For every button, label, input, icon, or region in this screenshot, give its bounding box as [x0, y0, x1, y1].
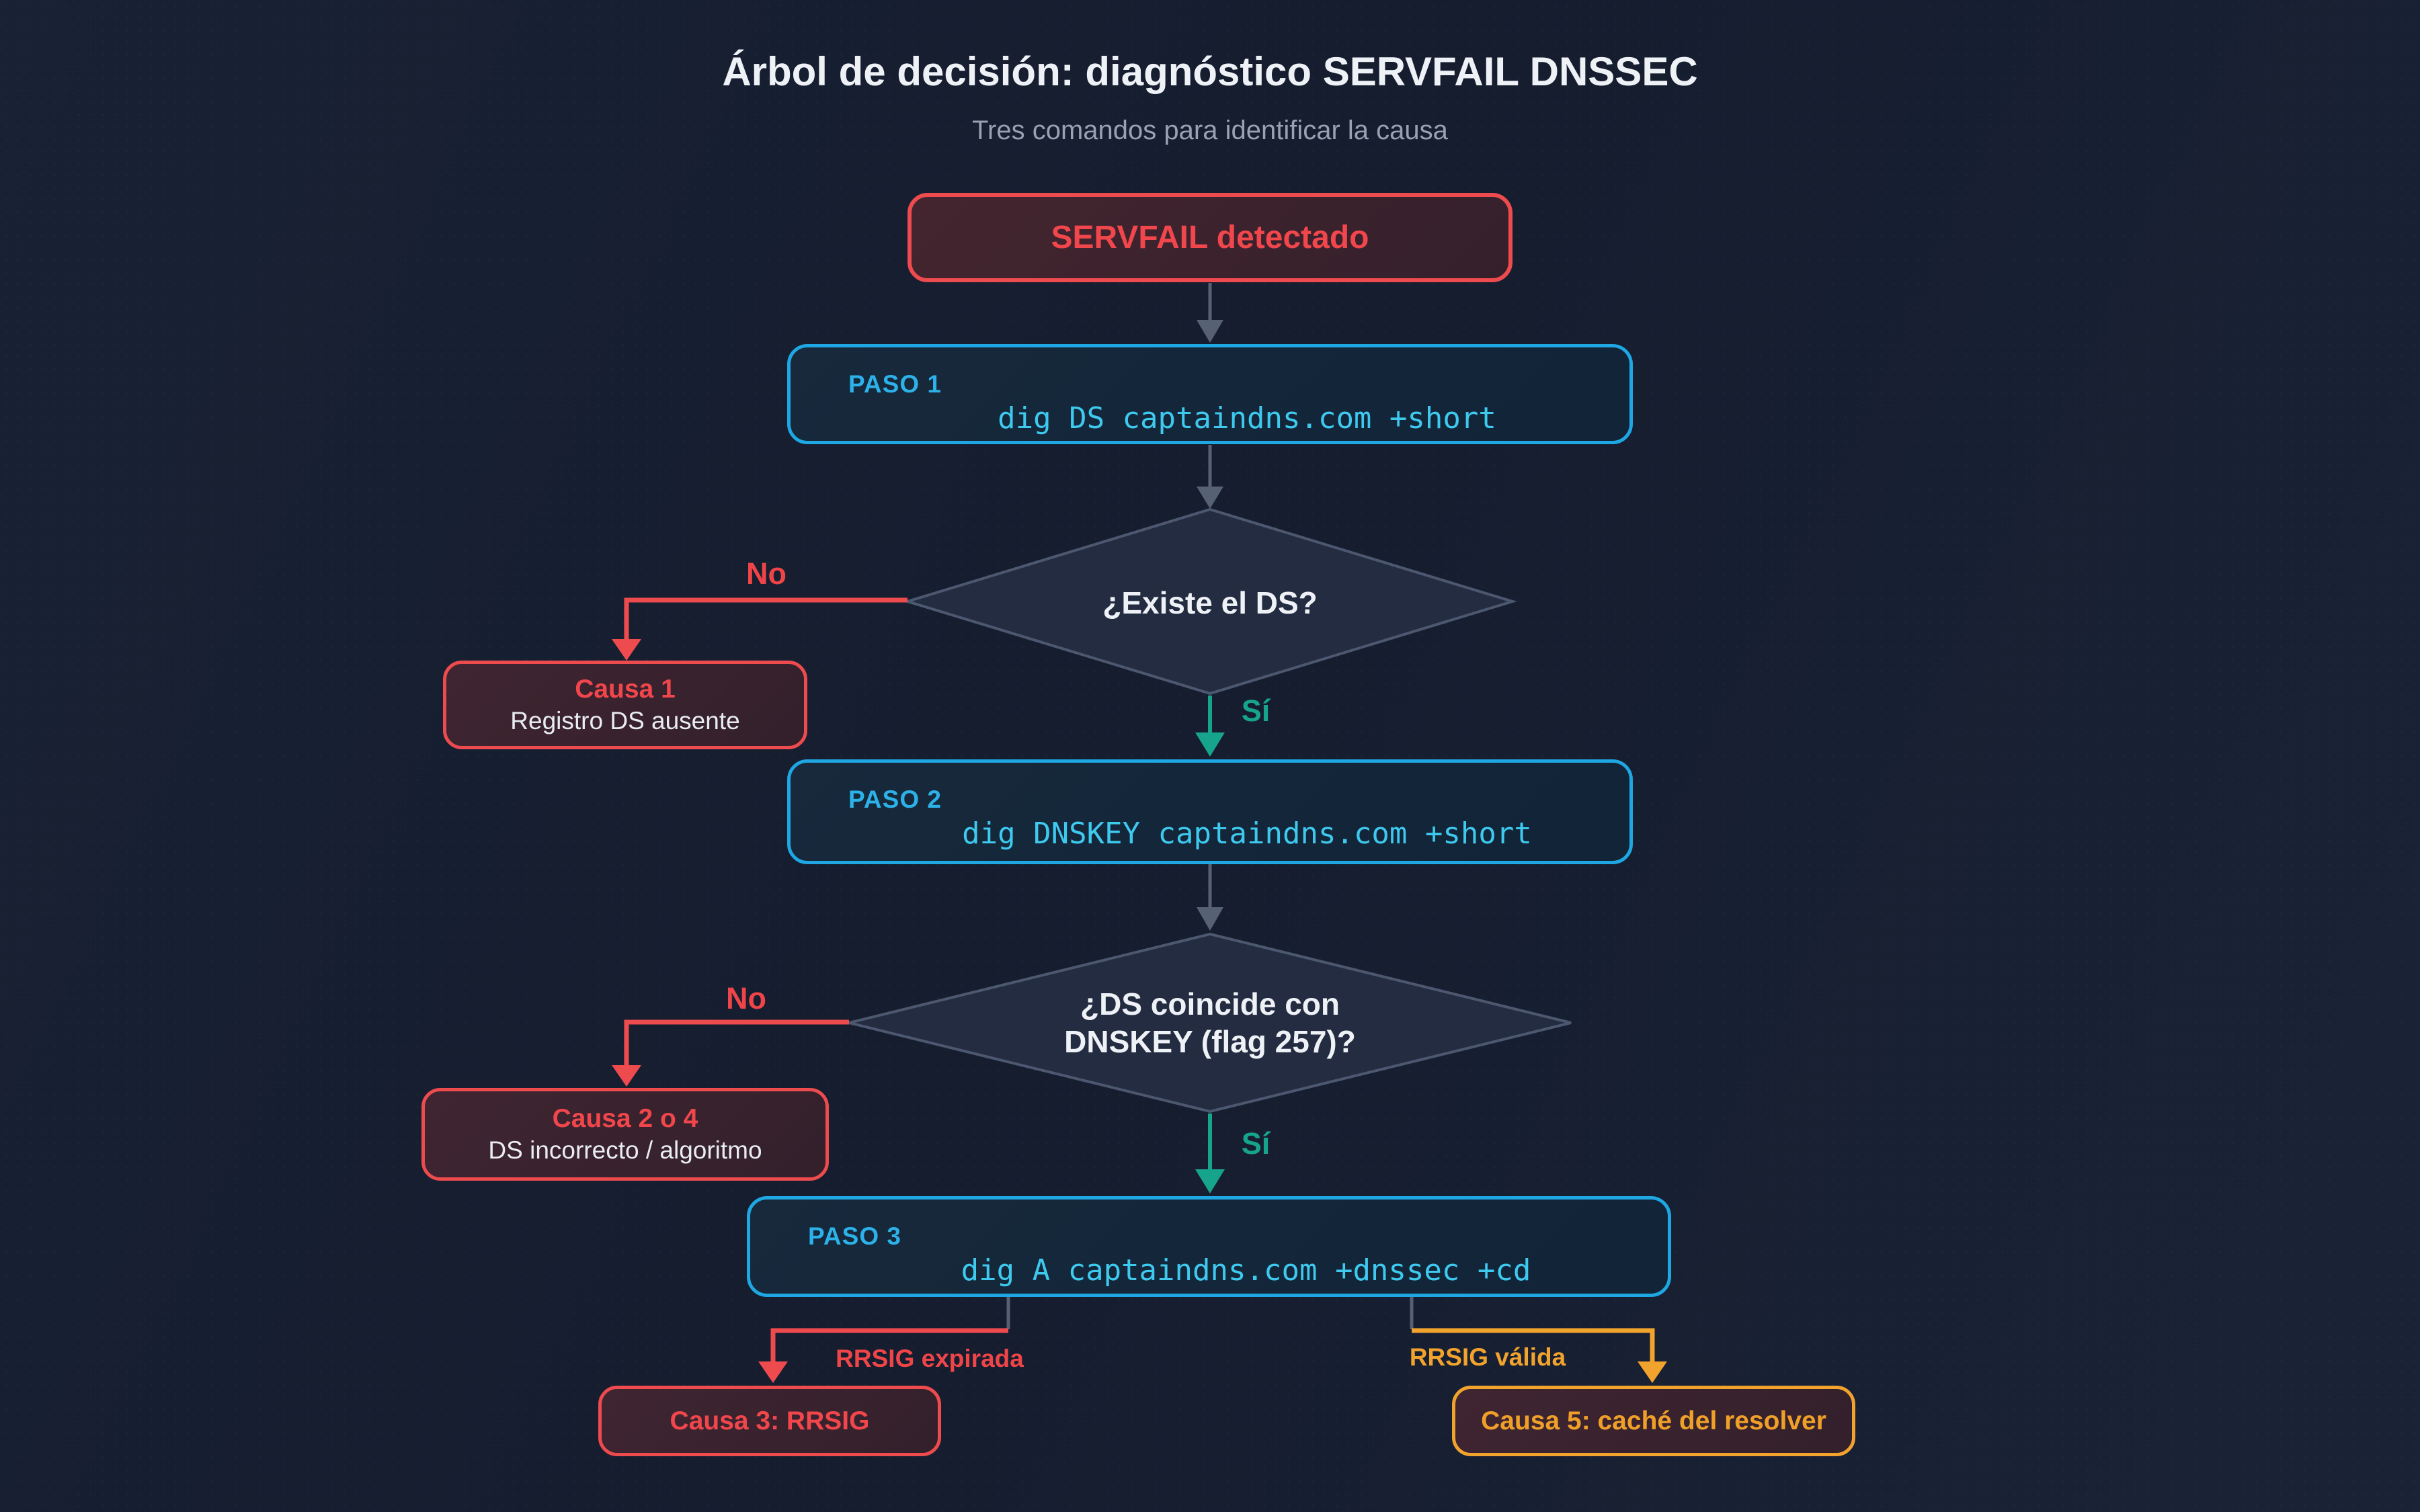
paso2-step-label: PASO 2 [848, 786, 942, 813]
node-paso3: PASO 3 dig A captaindns.com +dnssec +cd [747, 1196, 1671, 1297]
node-causa3: Causa 3: RRSIG [598, 1386, 941, 1456]
connector-rrsig-valida [1412, 1328, 1655, 1363]
arrow-down-icon [1638, 1361, 1667, 1383]
arrow-down-icon [612, 639, 641, 661]
node-servfail-label: SERVFAIL detectado [1051, 220, 1369, 255]
arrow-down-icon [1195, 732, 1225, 757]
node-servfail: SERVFAIL detectado [908, 193, 1513, 282]
causa2-subtitle: DS incorrecto / algoritmo [488, 1136, 762, 1164]
decision1-no-label: No [746, 556, 787, 591]
node-causa5: Causa 5: caché del resolver [1452, 1386, 1855, 1456]
arrow-down-icon [1197, 487, 1223, 509]
causa2-title: Causa 2 o 4 [552, 1104, 698, 1133]
decision2-question: ¿DS coincide con DNSKEY (flag 257)? [1064, 985, 1356, 1060]
decision2-no-label: No [726, 981, 766, 1015]
decision2-diamond [848, 932, 1572, 1114]
arrow-down-icon [612, 1065, 641, 1087]
paso3-command: dig A captaindns.com +dnssec +cd [961, 1253, 1531, 1288]
node-causa2: Causa 2 o 4 DS incorrecto / algoritmo [421, 1088, 829, 1181]
paso1-step-label: PASO 1 [848, 370, 942, 398]
node-paso1: PASO 1 dig DS captaindns.com +short [787, 344, 1633, 444]
branch-rrsig-expirada-label: RRSIG expirada [836, 1345, 1024, 1372]
page-subtitle: Tres comandos para identificar la causa [972, 116, 1448, 145]
decision2-question-line2: DNSKEY (flag 257)? [1064, 1024, 1356, 1059]
causa1-title: Causa 1 [575, 675, 676, 704]
arrow-down-icon [1197, 907, 1223, 931]
decision1-yes-label: Sí [1241, 694, 1270, 728]
branch-rrsig-valida-label: RRSIG válida [1409, 1343, 1566, 1371]
causa3-label: Causa 3: RRSIG [670, 1406, 870, 1435]
connector-rrsig-expirada [770, 1328, 1008, 1363]
causa1-subtitle: Registro DS ausente [510, 707, 740, 734]
node-paso2: PASO 2 dig DNSKEY captaindns.com +short [787, 759, 1633, 864]
arrow-down-icon [1195, 1169, 1225, 1193]
decision1-question: ¿Existe el DS? [1102, 585, 1318, 620]
decision2-yes-label: Sí [1241, 1126, 1270, 1161]
paso2-command: dig DNSKEY captaindns.com +short [962, 816, 1532, 851]
page-title: Árbol de decisión: diagnóstico SERVFAIL … [722, 49, 1698, 94]
arrow-down-icon [1197, 320, 1223, 343]
paso1-command: dig DS captaindns.com +short [998, 401, 1496, 435]
arrow-down-icon [758, 1361, 788, 1383]
paso3-step-label: PASO 3 [808, 1222, 901, 1250]
node-causa1: Causa 1 Registro DS ausente [443, 661, 807, 749]
decision1-diamond [903, 507, 1517, 696]
connector-decision1-no [624, 597, 908, 640]
causa5-label: Causa 5: caché del resolver [1481, 1406, 1826, 1435]
decision2-question-line1: ¿DS coincide con [1080, 986, 1340, 1021]
connector-decision2-no [624, 1019, 849, 1066]
